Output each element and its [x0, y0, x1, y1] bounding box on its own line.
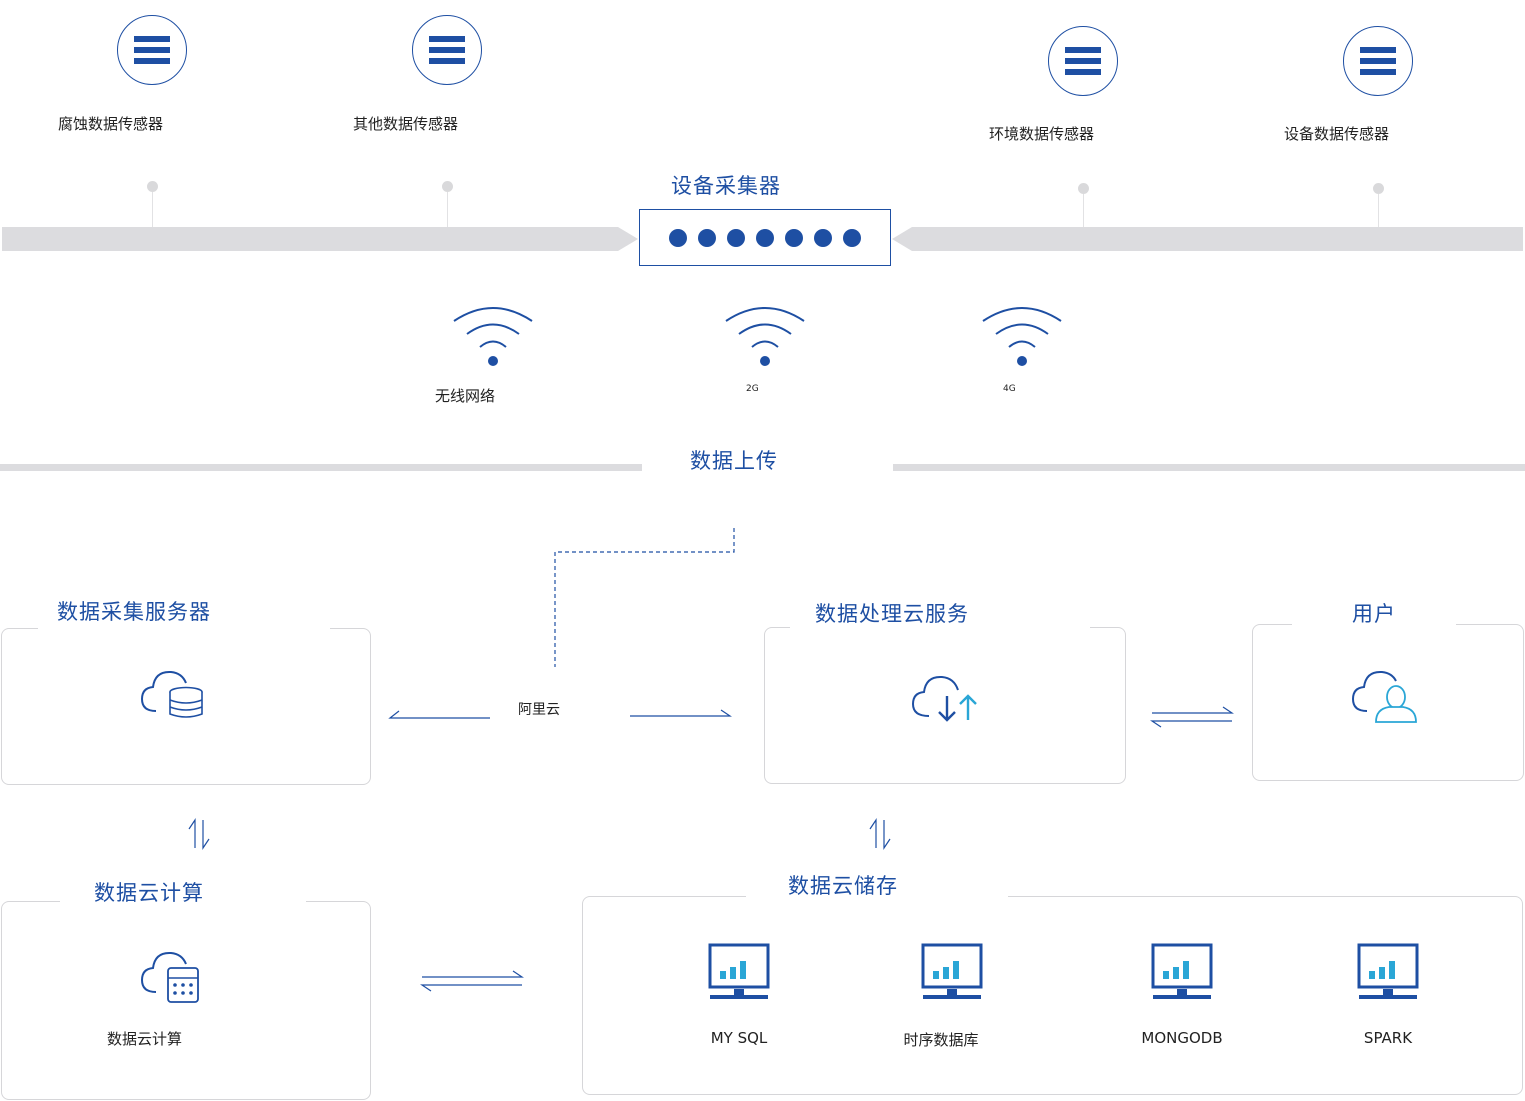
pin-dot [1078, 183, 1089, 194]
sensor-label: 环境数据传感器 [989, 125, 1095, 143]
monitor-chart-icon [708, 943, 770, 999]
title-gap [790, 617, 1090, 633]
collector-band [2, 227, 1523, 251]
arrow-left-icon [388, 710, 490, 719]
network-label-2g: 2G [746, 384, 759, 394]
dashed-connector [554, 528, 735, 667]
collect-server-title: 数据采集服务器 [57, 600, 211, 624]
exchange-arrows-icon [420, 970, 524, 992]
pin-line [1083, 194, 1084, 228]
monitor-chart-icon [921, 943, 983, 999]
title-gap [38, 618, 330, 634]
aliyun-label: 阿里云 [518, 702, 560, 718]
collector-dot [843, 228, 861, 247]
database-item-mysql: MY SQL [679, 943, 799, 1047]
wifi-icon [453, 307, 533, 366]
pin-dot [1373, 183, 1384, 194]
sensor-label: 腐蚀数据传感器 [58, 115, 164, 133]
cloud-sync-icon [911, 675, 977, 722]
monitor-chart-icon [1151, 943, 1213, 999]
vertical-exchange-icon [869, 818, 891, 850]
collector-dot [727, 228, 745, 247]
cloud-storage-title: 数据云储存 [788, 874, 898, 898]
sensor-label: 其他数据传感器 [353, 115, 459, 133]
sensor-device: 设备数据传感器 [1276, 26, 1481, 144]
sensor-environment: 环境数据传感器 [981, 26, 1186, 144]
processing-title: 数据处理云服务 [815, 602, 969, 626]
title-gap [746, 886, 1008, 902]
user-title: 用户 [1352, 602, 1396, 626]
pin-line [152, 192, 153, 228]
collector-dot [785, 228, 803, 247]
network-label-4g: 4G [1003, 384, 1016, 394]
sensor-menu-icon [1048, 26, 1118, 96]
sensor-label: 设备数据传感器 [1284, 125, 1390, 143]
title-gap [1292, 614, 1456, 630]
sensor-menu-icon [1343, 26, 1413, 96]
processing-box [764, 627, 1126, 784]
cloud-compute-label: 数据云计算 [107, 1030, 183, 1048]
upload-title: 数据上传 [690, 449, 778, 473]
pin-dot [442, 181, 453, 192]
upload-band-right [893, 464, 1525, 471]
exchange-arrows-icon [1150, 706, 1234, 728]
cloud-user-icon [1351, 670, 1417, 723]
database-label: SPARK [1363, 1029, 1413, 1047]
wifi-icon [982, 307, 1062, 366]
collector-dot [698, 228, 716, 247]
pin-dot [147, 181, 158, 192]
upload-band-left [0, 464, 642, 471]
wifi-icon [725, 307, 805, 366]
sensor-menu-icon [412, 15, 482, 85]
cloud-compute-title: 数据云计算 [94, 881, 204, 905]
collector-dot [756, 228, 774, 247]
database-item-spark: SPARK [1328, 943, 1448, 1047]
cloud-database-icon [140, 670, 203, 718]
collector-dot [814, 228, 832, 247]
pin-line [1378, 194, 1379, 228]
database-label: 时序数据库 [903, 1031, 979, 1049]
database-item-timeseries: 时序数据库 [892, 943, 1012, 1050]
database-item-mongodb: MONGODB [1122, 943, 1242, 1047]
sensor-corrosion: 腐蚀数据传感器 [50, 15, 255, 134]
monitor-chart-icon [1357, 943, 1419, 999]
cloud-calculator-icon [140, 951, 199, 1003]
sensor-menu-icon [117, 15, 187, 85]
collector-title: 设备采集器 [671, 174, 781, 198]
database-label: MONGODB [1141, 1029, 1223, 1047]
pin-line [447, 192, 448, 228]
collector-dot [669, 228, 687, 247]
device-collector [639, 209, 891, 266]
arrow-right-icon [630, 709, 732, 717]
vertical-exchange-icon [188, 818, 210, 850]
database-label: MY SQL [710, 1029, 768, 1047]
network-label-wireless: 无线网络 [435, 387, 496, 405]
title-gap [60, 891, 306, 907]
sensor-other: 其他数据传感器 [345, 15, 550, 134]
